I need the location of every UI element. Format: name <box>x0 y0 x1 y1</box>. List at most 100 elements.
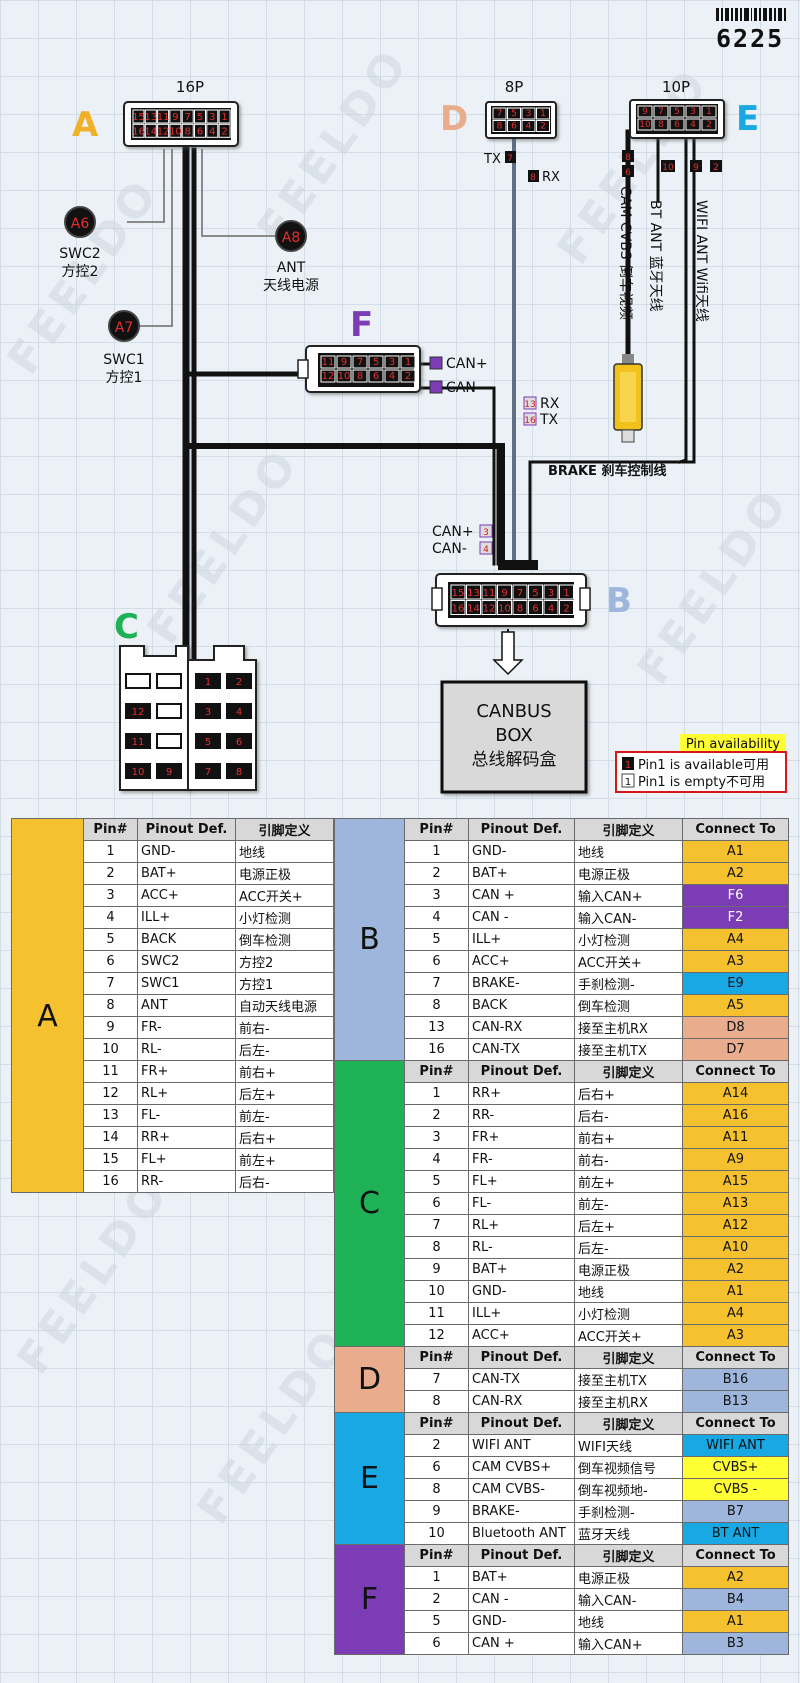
connector-d-pin <box>507 120 521 132</box>
connector-c-pin <box>156 703 182 719</box>
connector-c-pin <box>156 733 182 749</box>
connector-f-pin <box>384 369 400 383</box>
connector-a-pin-number: 1 <box>221 112 227 123</box>
connector-a-pin <box>144 123 157 138</box>
a7-label: A7 SWC1 方控1 <box>103 310 145 386</box>
connect-to-cell: A5 <box>682 994 789 1017</box>
pin-number-cell: 5 <box>404 1170 469 1193</box>
connector-f-pin <box>400 355 416 369</box>
connect-to-cell: F6 <box>682 884 789 907</box>
connector-f-pin-number: 2 <box>405 371 411 382</box>
pin-number-cell: 8 <box>83 994 138 1017</box>
pin-number-cell: 6 <box>404 1632 469 1655</box>
connect-to-cell: B16 <box>682 1368 789 1391</box>
connector-f-pin <box>336 369 352 383</box>
connector-a-pin <box>218 123 231 138</box>
connector-b-letter: B <box>606 581 632 621</box>
connector-a-pin <box>194 123 206 138</box>
pin-cn-cell: 倒车视频信号 <box>574 1456 683 1479</box>
pin-number-cell: 3 <box>404 1126 469 1149</box>
connector-e-pin <box>685 118 701 131</box>
connect-to-cell: A3 <box>682 1324 789 1347</box>
pinout-def-cell: ILL+ <box>468 1302 575 1325</box>
connector-a-pin <box>157 109 170 124</box>
pin-number-cell: 2 <box>83 862 138 885</box>
connector-e-pin-count: 10P <box>662 78 690 96</box>
connector-c-pin-number: 2 <box>236 677 242 688</box>
b-rx-pin: 13 <box>524 400 535 410</box>
connector-b-pin <box>497 600 512 615</box>
pin-cn-cell: 方控2 <box>235 950 334 973</box>
pin-cn-cell: 蓝牙天线 <box>574 1522 683 1545</box>
connector-d-pin-number: 5 <box>511 109 517 119</box>
connect-to-cell: A12 <box>682 1214 789 1237</box>
connector-b-pin-number: 12 <box>483 604 496 615</box>
connector-f-pin-number: 9 <box>341 357 347 368</box>
barcode-graphic <box>716 8 787 21</box>
pin-cn-cell: ACC开关+ <box>574 950 683 973</box>
connector-b-pin <box>466 600 481 615</box>
connector-a-pin-number: 13 <box>144 112 157 123</box>
pin-number-cell: 6 <box>404 1456 469 1479</box>
connector-b-pin-number: 14 <box>467 604 480 615</box>
wires <box>127 129 696 671</box>
connector-b-pin-number: 10 <box>498 604 511 615</box>
pinout-def-cell: ANT <box>137 994 236 1017</box>
table-d-connect-header: Connect To <box>682 1346 789 1369</box>
table-d-def-header: Pinout Def. <box>468 1346 575 1369</box>
connector-a-pin <box>169 123 182 138</box>
table-e-label: E <box>334 1412 405 1545</box>
connector-b-pin <box>528 600 543 615</box>
pin-cn-cell: 后右- <box>574 1104 683 1127</box>
pin-number-cell: 1 <box>404 1566 469 1589</box>
connector-f-pin-number: 4 <box>389 371 395 382</box>
connector-a-pin <box>181 123 194 138</box>
pin-number-cell: 13 <box>404 1016 469 1039</box>
pin-number-cell: 12 <box>404 1324 469 1347</box>
pin-number-cell: 8 <box>404 994 469 1017</box>
pin-number-cell: 1 <box>83 840 138 863</box>
pinout-def-cell: RR- <box>468 1104 575 1127</box>
pin-number-cell: 14 <box>83 1126 138 1149</box>
connector-a-pin <box>218 109 231 124</box>
connector-a-pin <box>144 109 157 124</box>
legend-empty-pin: 1 <box>625 777 631 788</box>
pin-number-cell: 11 <box>83 1060 138 1083</box>
pin-number-cell: 12 <box>83 1082 138 1105</box>
table-e-def-header: Pinout Def. <box>468 1412 575 1435</box>
connect-to-cell: B13 <box>682 1390 789 1413</box>
connector-d-pin <box>536 107 550 120</box>
pin-number-cell: 10 <box>83 1038 138 1061</box>
connector-b-pin <box>450 584 466 600</box>
pin-cn-cell: 后右+ <box>235 1126 334 1149</box>
connector-e-pin-number: 8 <box>658 120 664 130</box>
pin-cn-cell: 后右- <box>235 1170 334 1193</box>
a6-label: A6 SWC2 方控2 <box>59 206 101 280</box>
pinout-def-cell: FR+ <box>468 1126 575 1149</box>
pin-cn-cell: 前右- <box>235 1016 334 1039</box>
pin-availability-legend: Pin availability 1 Pin1 is available可用 1… <box>615 734 787 793</box>
pin-cn-cell: 前左+ <box>235 1148 334 1171</box>
connector-e-pin-number: 3 <box>690 107 696 117</box>
connector-a-pin-number: 3 <box>209 112 215 123</box>
connector-c-pin <box>125 673 151 689</box>
a6-text: SWC2 <box>59 246 100 262</box>
pin-cn-cell: 小灯检测 <box>574 928 683 951</box>
connector-b-pin <box>559 600 574 615</box>
connector-e-pin-number: 10 <box>639 120 651 130</box>
b-canp-pin: 3 <box>483 528 489 538</box>
canbus-box-line3: 总线解码盒 <box>472 750 557 770</box>
